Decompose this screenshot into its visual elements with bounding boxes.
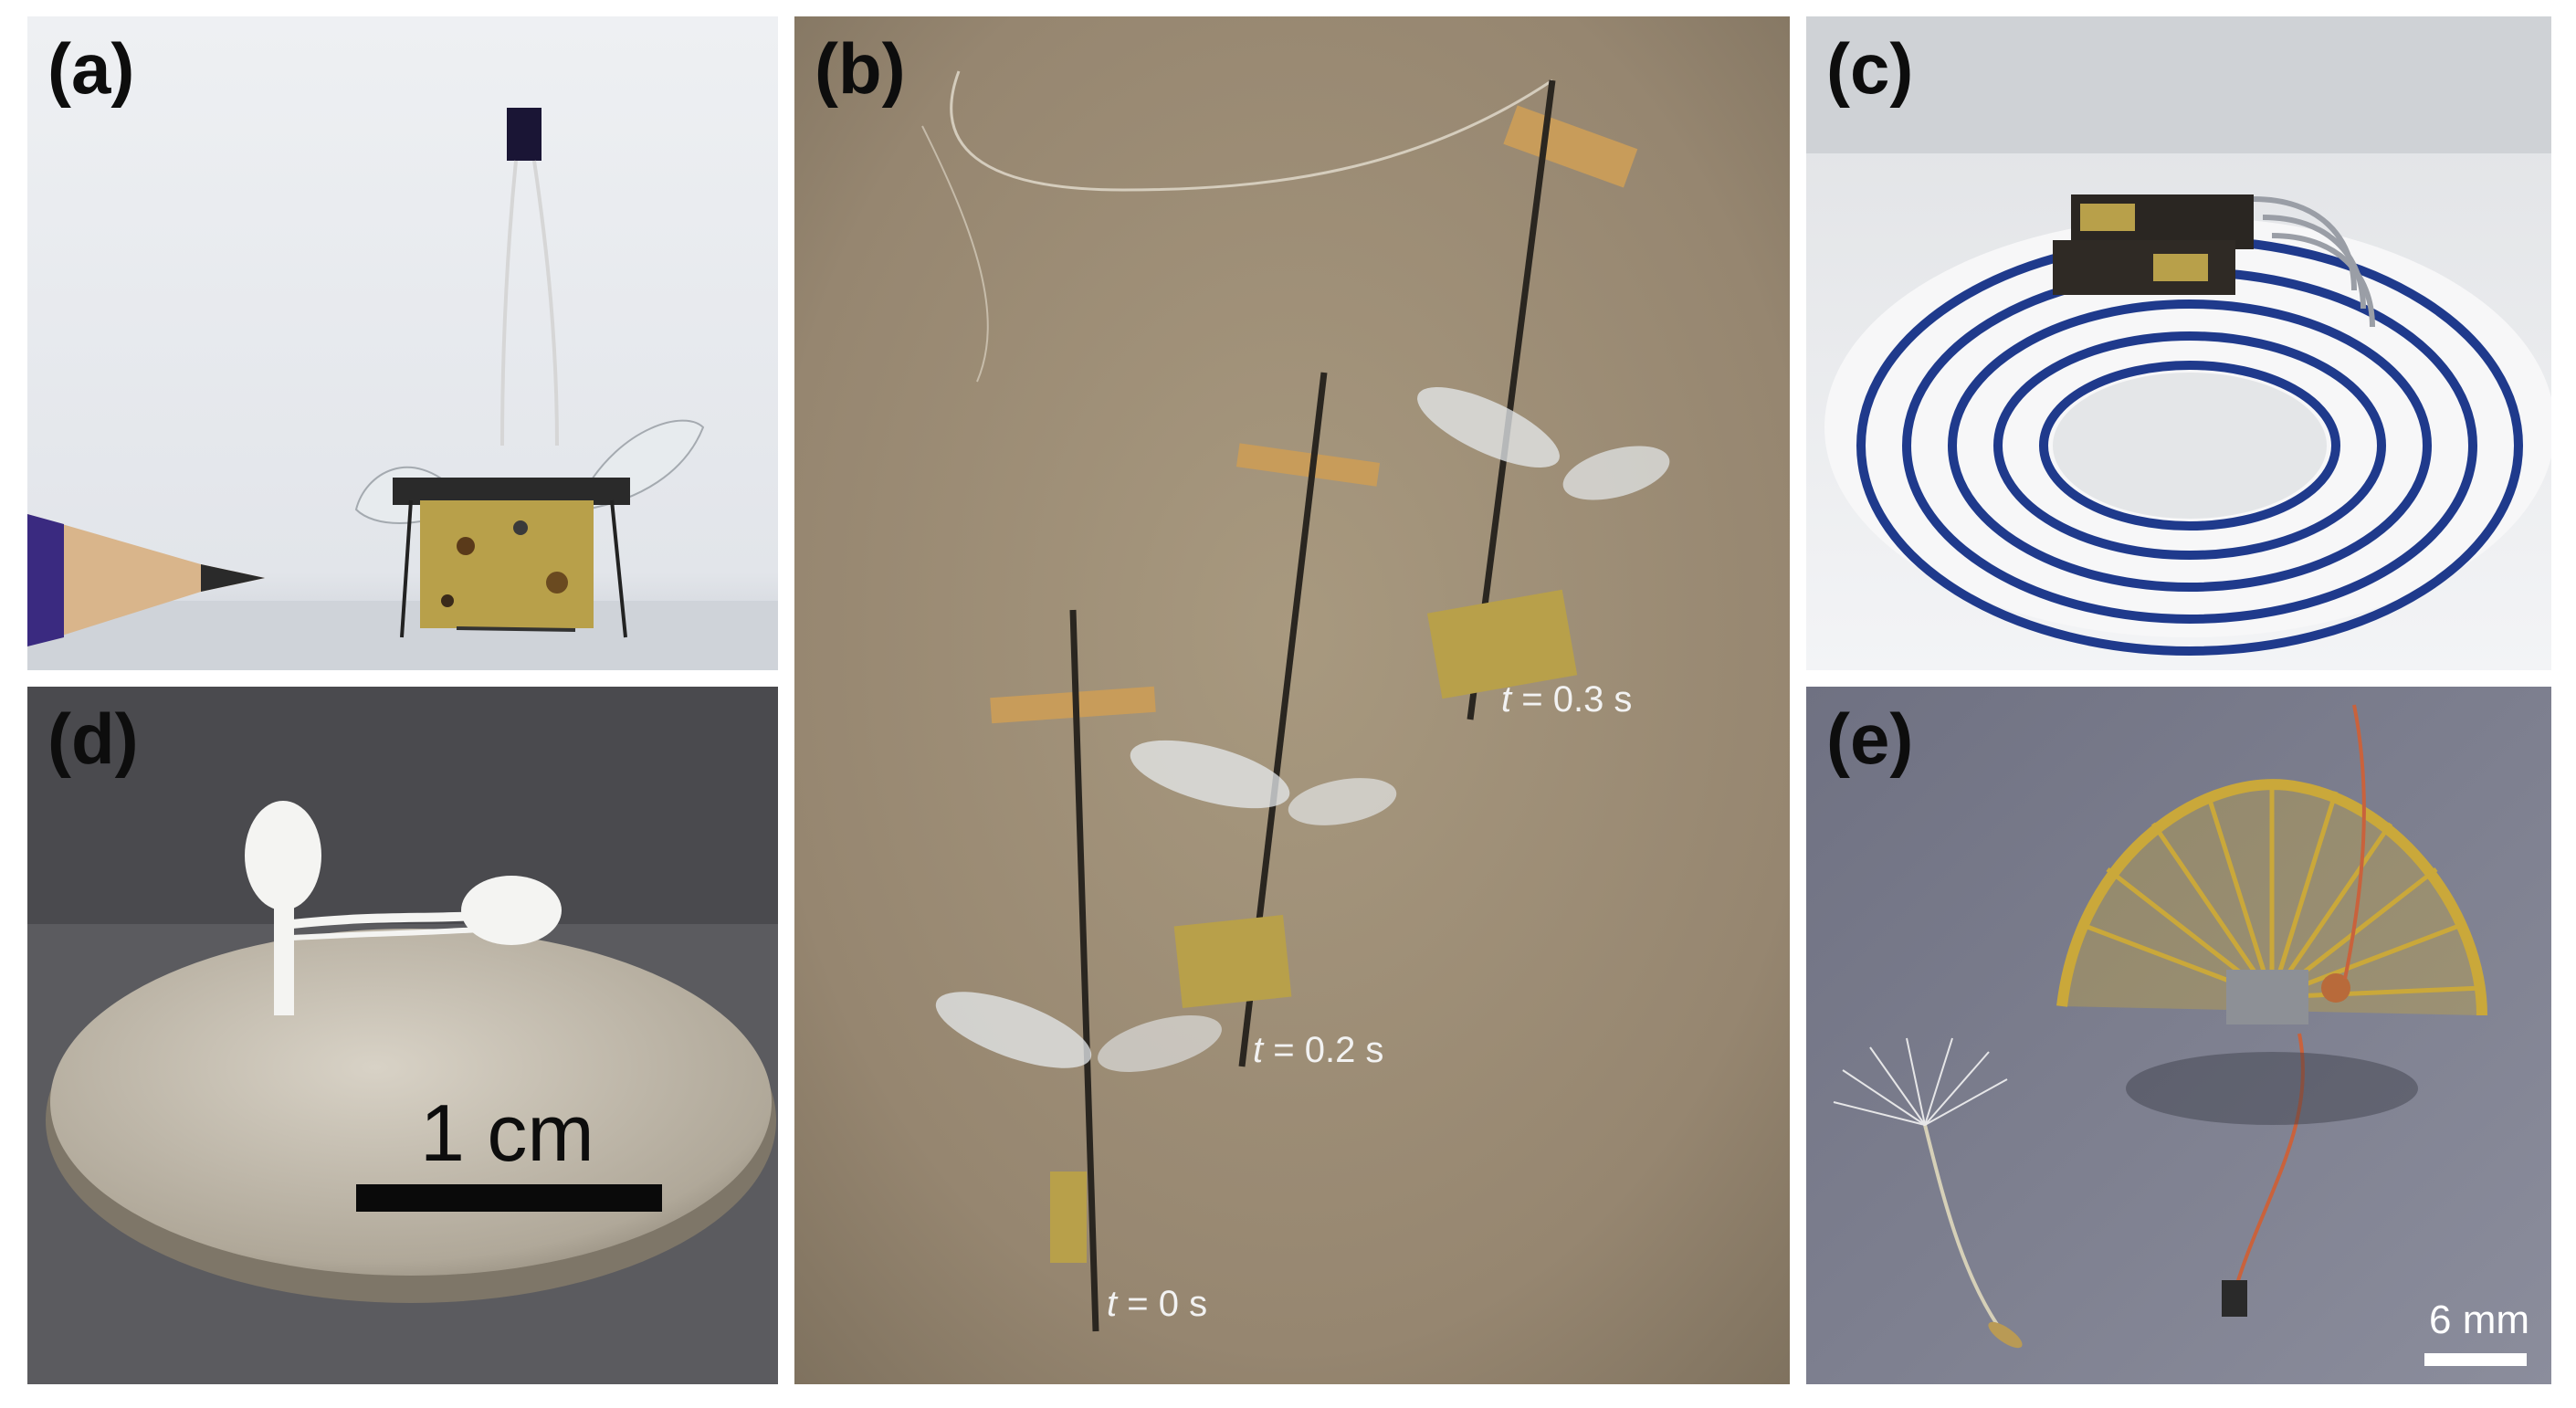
panel-b: (b) t = 0 s t = 0.2 s t = 0.3 s bbox=[794, 16, 1790, 1384]
panel-d-photo bbox=[27, 687, 778, 1384]
time-label-t02: t = 0.2 s bbox=[1253, 1030, 1384, 1070]
panel-a: (a) bbox=[27, 16, 778, 670]
solar-cell-shape bbox=[507, 108, 541, 161]
panel-e: (e) 6 mm bbox=[1806, 687, 2551, 1384]
scale-bar-d bbox=[356, 1184, 662, 1212]
panel-d: (d) 1 cm bbox=[27, 687, 778, 1384]
panel-a-photo bbox=[27, 16, 778, 670]
robot-frame-t02 bbox=[1130, 372, 1397, 1067]
circuit-board-shape bbox=[420, 500, 594, 628]
time-label-t0: t = 0 s bbox=[1107, 1284, 1208, 1324]
panel-c-photo bbox=[1806, 16, 2551, 670]
scale-bar-e bbox=[2424, 1353, 2527, 1366]
robot-boards-shape bbox=[2053, 194, 2375, 328]
robot-frame-t0 bbox=[935, 609, 1222, 1332]
pencil-shape bbox=[27, 514, 265, 646]
scale-bar-text-d: 1 cm bbox=[420, 1088, 594, 1178]
panel-e-label: (e) bbox=[1826, 699, 1914, 779]
panel-a-label: (a) bbox=[47, 28, 135, 109]
scale-bar-text-e: 6 mm bbox=[2429, 1298, 2529, 1342]
time-label-t03: t = 0.3 s bbox=[1501, 679, 1633, 720]
dandelion-seed-shape bbox=[1833, 1037, 2023, 1349]
mini-robot-shape bbox=[245, 801, 562, 1015]
panel-e-photo bbox=[1806, 687, 2551, 1384]
fan-device-shape bbox=[2056, 704, 2487, 1317]
panel-c: (c) bbox=[1806, 16, 2551, 670]
panel-b-photo bbox=[794, 16, 1790, 1384]
spiral-coil-shape bbox=[1856, 236, 2523, 656]
panel-b-label: (b) bbox=[815, 28, 906, 109]
panel-c-label: (c) bbox=[1826, 28, 1914, 109]
panel-d-label: (d) bbox=[47, 699, 139, 779]
robot-frame-t03 bbox=[1417, 79, 1670, 720]
